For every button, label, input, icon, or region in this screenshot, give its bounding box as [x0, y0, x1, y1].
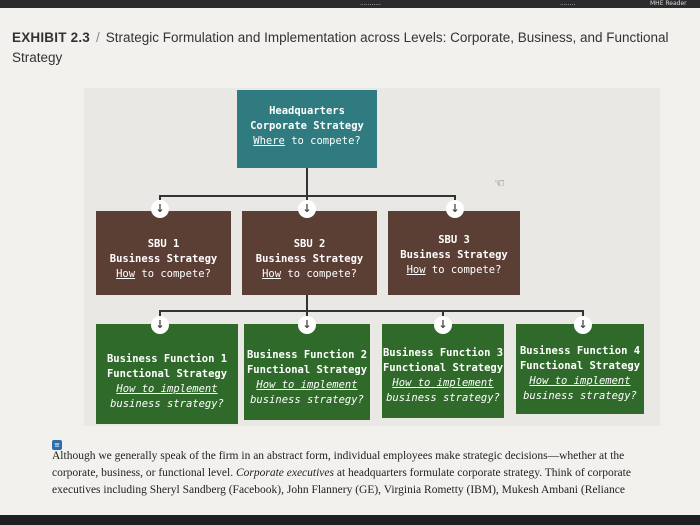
box-name: SBU 3 [438, 234, 470, 246]
note-icon[interactable]: ≡ [52, 440, 62, 450]
function-box-2: Business Function 2 Functional Strategy … [244, 324, 370, 420]
box-question: How to implement [392, 377, 494, 389]
sbu-box-2: SBU 2 Business Strategy How to compete? [242, 211, 377, 295]
box-strategy: Functional Strategy [382, 362, 504, 374]
box-strategy: Functional Strategy [519, 360, 641, 372]
box-strategy: Corporate Strategy [250, 120, 364, 132]
box-strategy: Business Strategy [109, 253, 218, 265]
box-question: How to compete? [406, 264, 502, 276]
connector-line [306, 168, 308, 196]
toolbar-item[interactable]: ........ [560, 0, 576, 7]
box-question: business strategy? [523, 390, 637, 402]
box-strategy: Business Strategy [255, 253, 364, 265]
box-strategy: Functional Strategy [246, 364, 368, 376]
down-arrow-icon: ↓ [151, 200, 169, 218]
body-paragraph: Although we generally speak of the firm … [52, 450, 631, 496]
hand-cursor-icon: ☜ [494, 176, 505, 190]
box-question: How to implement [529, 375, 631, 387]
box-name: SBU 2 [293, 238, 326, 250]
down-arrow-icon: ↓ [434, 316, 452, 334]
strategy-diagram: Headquarters Corporate Strategy Where to… [84, 88, 660, 426]
box-question: How to compete? [262, 268, 357, 280]
box-name: Business Function 1 [106, 353, 228, 365]
function-box-1: Business Function 1 Functional Strategy … [96, 324, 238, 424]
down-arrow-icon: ↓ [298, 200, 316, 218]
box-question: How to compete? [116, 268, 211, 280]
box-name: SBU 1 [147, 238, 180, 250]
box-question: business strategy? [110, 398, 224, 410]
function-box-3: Business Function 3 Functional Strategy … [382, 324, 504, 418]
connector-line [159, 310, 583, 312]
headquarters-box: Headquarters Corporate Strategy Where to… [237, 90, 377, 168]
box-question: How to implement [256, 379, 358, 391]
function-box-4: Business Function 4 Functional Strategy … [516, 324, 644, 414]
box-strategy: Functional Strategy [106, 368, 228, 380]
down-arrow-icon: ↓ [298, 316, 316, 334]
box-strategy: Business Strategy [400, 249, 508, 261]
box-name: Business Function 4 [519, 345, 641, 357]
box-name: Headquarters [269, 105, 345, 117]
connector-line [306, 295, 308, 311]
exhibit-title: Strategic Formulation and Implementation… [12, 30, 669, 65]
top-toolbar: ........... ........ MHE Reader [0, 0, 700, 8]
down-arrow-icon: ↓ [151, 316, 169, 334]
down-arrow-icon: ↓ [446, 200, 464, 218]
box-question: Where to compete? [253, 135, 361, 147]
sbu-box-3: SBU 3 Business Strategy How to compete? [388, 211, 520, 295]
box-question: business strategy? [250, 394, 364, 406]
key-term: Corporate executives [235, 467, 334, 479]
toolbar-item[interactable]: MHE Reader [650, 0, 687, 7]
exhibit-heading: EXHIBIT 2.3/Strategic Formulation and Im… [12, 30, 669, 65]
box-question: business strategy? [386, 392, 500, 404]
toolbar-item[interactable]: ........... [360, 0, 381, 7]
box-question: How to implement [116, 383, 218, 395]
down-arrow-icon: ↓ [574, 316, 592, 334]
sbu-box-1: SBU 1 Business Strategy How to compete? [96, 211, 231, 295]
box-name: Business Function 2 [246, 349, 368, 361]
box-name: Business Function 3 [382, 347, 504, 359]
exhibit-number: EXHIBIT 2.3 [12, 30, 90, 45]
bottom-bar [0, 515, 700, 525]
